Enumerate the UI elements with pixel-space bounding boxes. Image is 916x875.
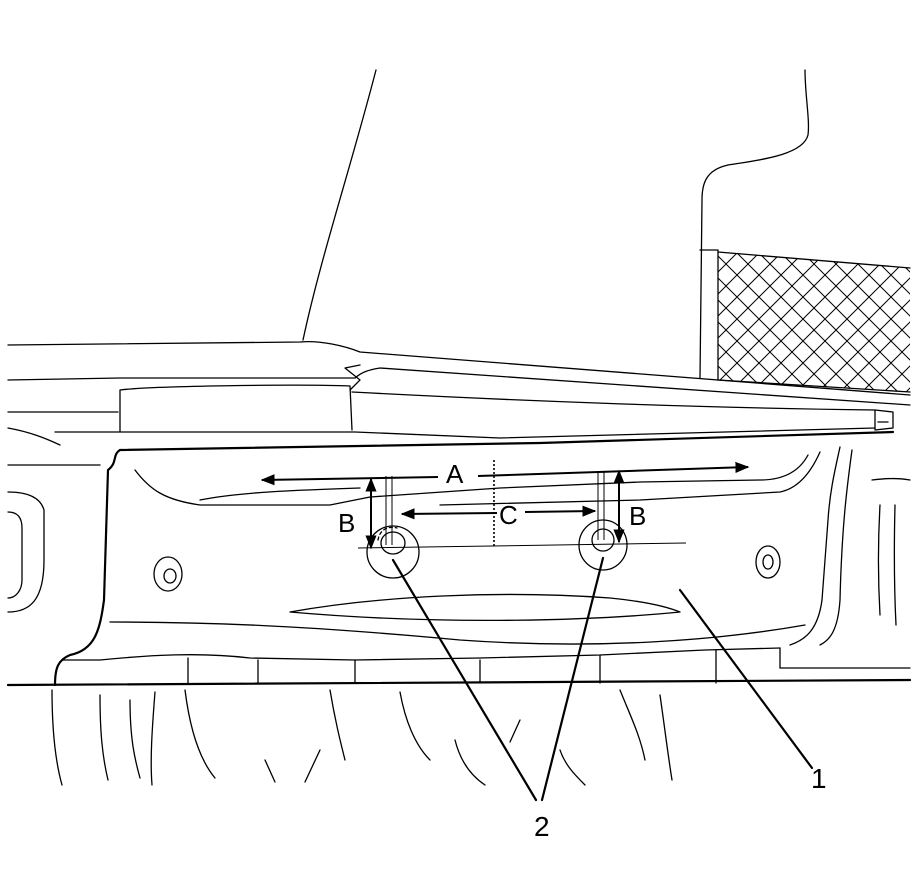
- dimension-a-label: A: [446, 459, 464, 489]
- leader-line-2-right: [540, 556, 605, 802]
- seat-back-right-edge: [699, 249, 719, 381]
- dimension-a-arrow-right: [477, 461, 750, 477]
- floor-line: [6, 678, 912, 687]
- load-floor: [7, 340, 911, 446]
- callout-2: 2: [534, 811, 550, 842]
- leader-line-1: [678, 588, 814, 770]
- callout-1: 1: [811, 763, 827, 794]
- dimension-c-arrow-right: [524, 505, 597, 517]
- dimension-b-right-label: B: [629, 501, 646, 531]
- right-hole: [755, 545, 781, 579]
- cargo-net: [717, 251, 911, 393]
- dimension-c-label: C: [499, 500, 518, 530]
- reference-lines: [357, 460, 687, 549]
- left-hole: [153, 556, 183, 592]
- right-pillar: [789, 446, 911, 646]
- seat-back-outline: [302, 69, 377, 341]
- leader-line-2-left: [391, 558, 538, 802]
- underbody: [51, 689, 673, 786]
- trim-panel: [61, 451, 911, 684]
- seat-back-right-outline: [699, 69, 810, 379]
- dimension-b-left-label: B: [338, 508, 355, 538]
- dimension-a-arrow-left: [260, 474, 439, 486]
- dimension-c-arrow-left: [400, 508, 498, 520]
- panel-top-edge: [118, 430, 895, 452]
- mounting-hole-left: [366, 525, 420, 579]
- left-pillar: [7, 448, 122, 687]
